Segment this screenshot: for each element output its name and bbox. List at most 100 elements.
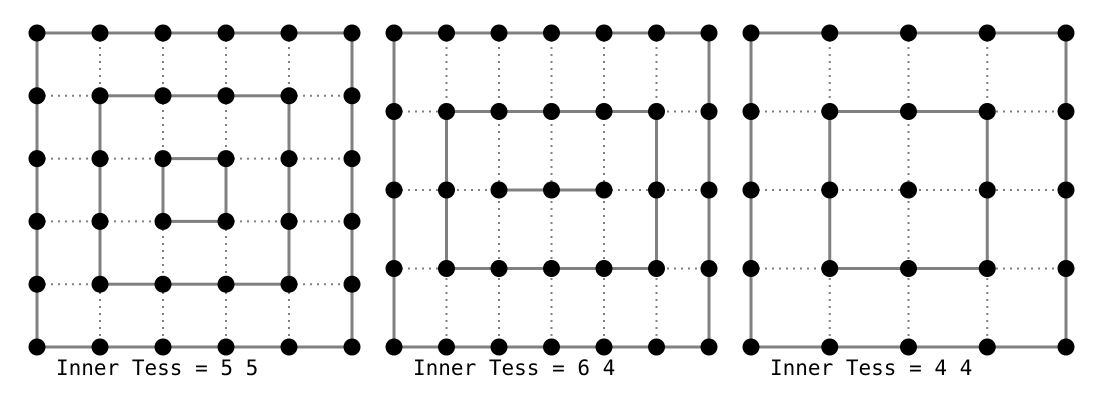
vertex (91, 212, 109, 230)
vertex (595, 260, 613, 277)
vertex (1057, 24, 1075, 42)
vertex (700, 103, 718, 120)
vertex (385, 181, 403, 199)
vertex (91, 87, 109, 105)
vertex (438, 103, 455, 120)
vertex (217, 24, 235, 42)
vertex (217, 338, 235, 356)
vertex (742, 260, 760, 277)
vertex (217, 87, 235, 105)
vertex (28, 212, 46, 230)
vertex (595, 338, 613, 356)
vertex (438, 24, 455, 42)
vertex (1057, 338, 1075, 356)
vertex (648, 24, 665, 42)
vertex (490, 338, 508, 356)
vertex (978, 103, 996, 120)
vertex (648, 181, 665, 199)
vertex (28, 275, 46, 293)
vertex (648, 338, 665, 356)
vertex (438, 260, 455, 277)
panel-inner-tess-5-5 (28, 24, 361, 356)
vertex (438, 181, 455, 199)
vertex (490, 103, 508, 120)
vertex (648, 103, 665, 120)
vertex (217, 150, 235, 168)
vertex (154, 338, 172, 356)
vertex (280, 338, 298, 356)
vertex (91, 150, 109, 168)
vertex (438, 338, 455, 356)
vertex (280, 212, 298, 230)
vertex (385, 260, 403, 277)
vertex (821, 103, 839, 120)
inner-ring (161, 157, 228, 223)
vertex (700, 260, 718, 277)
vertex (543, 338, 560, 356)
vertex (91, 338, 109, 356)
vertex (490, 260, 508, 277)
vertex (217, 212, 235, 230)
vertex (742, 338, 760, 356)
vertex (700, 338, 718, 356)
inner-ring (98, 94, 291, 286)
vertex (343, 275, 361, 293)
vertex (28, 87, 46, 105)
vertex (595, 103, 613, 120)
vertex (821, 181, 839, 199)
vertex (28, 24, 46, 42)
vertex (700, 181, 718, 199)
panel-inner-tess-6-4 (385, 24, 718, 356)
vertex (28, 150, 46, 168)
vertex (343, 150, 361, 168)
vertex (280, 275, 298, 293)
vertex (343, 212, 361, 230)
vertex (900, 24, 917, 42)
caption-panel-3: Inner Tess = 4 4 (770, 356, 973, 380)
vertex (154, 150, 172, 168)
vertex (543, 24, 560, 42)
caption-panel-2: Inner Tess = 6 4 (413, 356, 616, 380)
vertex (91, 275, 109, 293)
vertex (28, 338, 46, 356)
vertex (595, 181, 613, 199)
vertex (978, 24, 996, 42)
vertex (821, 338, 839, 356)
vertex (978, 338, 996, 356)
vertex (343, 24, 361, 42)
vertex (900, 181, 917, 199)
vertex (742, 181, 760, 199)
vertex (385, 24, 403, 42)
vertex (1057, 103, 1075, 120)
vertex (280, 24, 298, 42)
vertex (821, 24, 839, 42)
vertex (1057, 181, 1075, 199)
caption-panel-1: Inner Tess = 5 5 (56, 356, 259, 380)
vertex (490, 181, 508, 199)
vertex (900, 260, 917, 277)
vertex (900, 103, 917, 120)
vertex (154, 24, 172, 42)
vertex (217, 275, 235, 293)
vertex (154, 87, 172, 105)
vertex (543, 181, 560, 199)
vertex (280, 87, 298, 105)
outer-boundary (35, 31, 354, 349)
vertex (978, 260, 996, 277)
vertex (900, 338, 917, 356)
vertex (343, 87, 361, 105)
vertex (280, 150, 298, 168)
vertex (343, 338, 361, 356)
vertex (154, 212, 172, 230)
vertex (742, 103, 760, 120)
vertex (490, 24, 508, 42)
vertex (543, 260, 560, 277)
vertex (821, 260, 839, 277)
vertex (385, 338, 403, 356)
vertex (385, 103, 403, 120)
vertex (1057, 260, 1075, 277)
vertex (543, 103, 560, 120)
vertex (700, 24, 718, 42)
vertex (154, 275, 172, 293)
